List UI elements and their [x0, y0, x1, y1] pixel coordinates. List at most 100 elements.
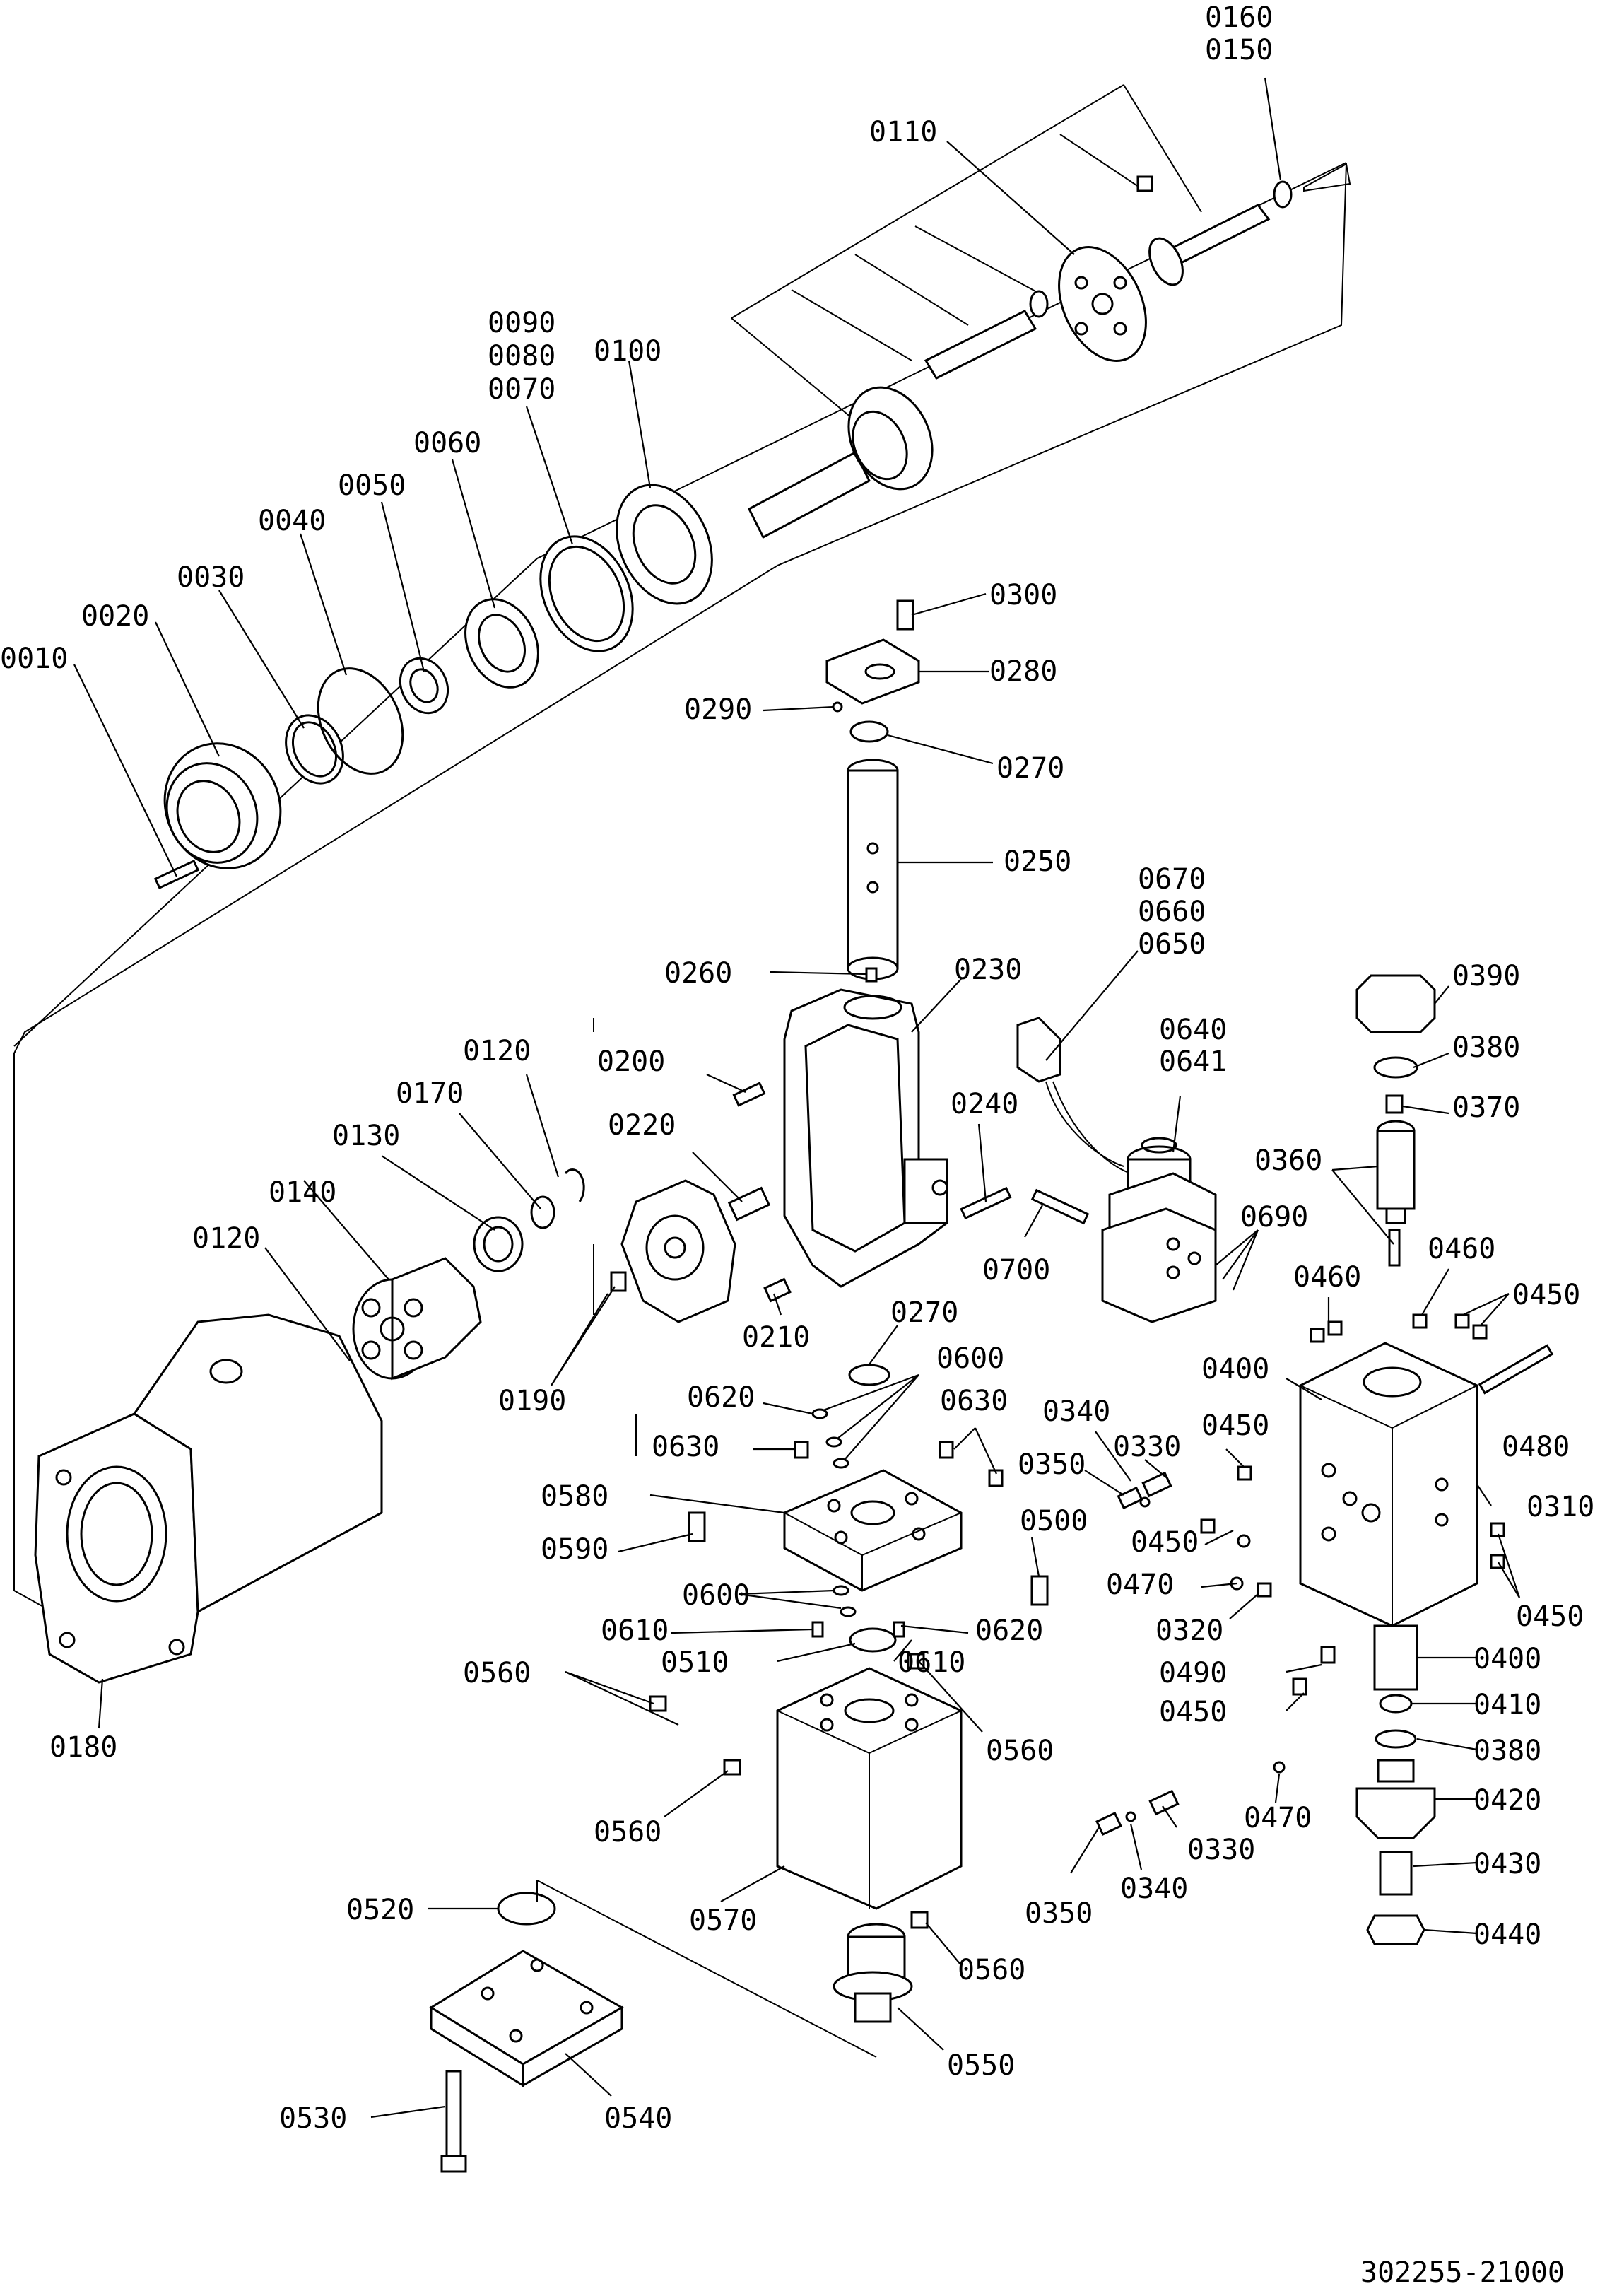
callout-label: 0390 — [1452, 960, 1520, 992]
assembly-frame-lines — [13, 84, 1351, 2058]
callout-label: 0330 — [1113, 1431, 1181, 1463]
casing-0230 — [783, 988, 948, 1288]
snap-ring-0120-top — [564, 1168, 585, 1202]
housing-0180 — [34, 1313, 383, 1684]
callout-label: 0700 — [982, 1254, 1050, 1287]
o-ring-0270 — [849, 720, 889, 743]
callout-label: 0440 — [1473, 1919, 1541, 1951]
bolt-0010 — [153, 859, 200, 890]
callout-label: 0080 — [488, 340, 555, 373]
callout-label: 0650 — [1138, 928, 1206, 961]
screw-0110 — [1136, 175, 1153, 192]
callout-label: 0040 — [258, 505, 326, 537]
callout-label: 0150 — [1205, 34, 1273, 66]
callout-label: 0560 — [958, 1954, 1025, 1986]
pin-0200 — [732, 1082, 766, 1107]
callout-label: 0330 — [1187, 1834, 1255, 1866]
callout-label: 0230 — [954, 954, 1022, 986]
callout-label: 0050 — [338, 469, 406, 502]
callout-label: 0600 — [936, 1342, 1004, 1375]
callout-label: 0480 — [1502, 1431, 1570, 1463]
callout-label: 0060 — [413, 427, 481, 459]
connector-0650 — [1016, 1017, 1131, 1174]
callout-label: 0470 — [1106, 1569, 1174, 1601]
callout-label: 0450 — [1201, 1410, 1269, 1442]
callout-label: 0210 — [742, 1321, 810, 1354]
callout-label: 0110 — [869, 116, 937, 148]
valve-plate-0110 — [1058, 246, 1147, 362]
pin-0190 — [610, 1271, 627, 1292]
callout-label: 0240 — [951, 1088, 1018, 1120]
callout-label: 0290 — [684, 693, 752, 726]
callout-label: 0010 — [0, 643, 68, 675]
callout-label: 0350 — [1018, 1448, 1086, 1481]
callout-label: 0630 — [652, 1431, 719, 1463]
bolt-0530 — [440, 2070, 467, 2173]
callout-label: 0140 — [269, 1176, 336, 1209]
plug-0390 — [1355, 974, 1436, 1033]
callout-label: 0300 — [989, 579, 1057, 611]
callout-label: 0270 — [996, 752, 1064, 785]
screw-0300 — [896, 599, 914, 631]
callout-label: 0340 — [1120, 1873, 1188, 1905]
callout-label: 0400 — [1201, 1353, 1269, 1386]
spring-parts-0330-0350 — [1095, 1471, 1286, 1836]
callout-label: 0490 — [1159, 1657, 1227, 1689]
spring-0220 — [727, 1186, 771, 1222]
callout-label: 0630 — [940, 1385, 1008, 1417]
pin-0210 — [763, 1277, 792, 1303]
callout-label: 0450 — [1131, 1526, 1199, 1559]
ring-0030 — [285, 714, 344, 785]
valve-block-0310 — [1299, 1342, 1478, 1627]
callout-label: 0540 — [604, 2102, 672, 2135]
callout-label: 0370 — [1452, 1091, 1520, 1124]
callout-label: 0030 — [177, 561, 245, 594]
bolt-0700 — [1030, 1188, 1090, 1225]
callout-label: 0450 — [1159, 1696, 1227, 1728]
callout-label: 0590 — [541, 1533, 608, 1566]
bolt-0240 — [960, 1186, 1012, 1220]
swash-plate-0190 — [620, 1179, 736, 1323]
callout-label: 0130 — [332, 1120, 400, 1152]
lower-plug-stack-0400-0440 — [1355, 1624, 1436, 1945]
valve-body-0690 — [1101, 1207, 1217, 1323]
callout-label: 0350 — [1025, 1897, 1093, 1930]
spool-0360 — [1376, 1120, 1416, 1224]
callout-label: 0120 — [463, 1035, 531, 1067]
callout-label: 0560 — [594, 1816, 661, 1849]
plug-0260 — [865, 967, 878, 983]
callout-label: 0120 — [192, 1222, 260, 1255]
o-ring-0040 — [317, 667, 404, 775]
bearing-0060 — [464, 598, 539, 689]
ring-0160 — [1273, 180, 1293, 209]
callout-label: 0560 — [463, 1657, 531, 1689]
callout-labels: 0010 0020 0030 0040 0050 0060 0090 0080 … — [0, 1, 1594, 2135]
callout-label: 0470 — [1244, 1802, 1312, 1834]
pin-0360 — [1388, 1229, 1401, 1267]
block-0570 — [776, 1667, 963, 1910]
callout-label: 0580 — [541, 1480, 608, 1513]
callout-label: 0200 — [597, 1046, 665, 1078]
block-0580 — [783, 1469, 963, 1592]
callout-label: 0641 — [1159, 1046, 1227, 1078]
callout-label: 0100 — [594, 335, 661, 368]
cylinder-block-0140 — [352, 1257, 482, 1381]
nut-0050 — [399, 657, 449, 715]
bolt-0480 — [1478, 1344, 1554, 1395]
callout-label: 0170 — [396, 1077, 464, 1110]
callout-label: 0560 — [986, 1735, 1054, 1767]
o-ring-0520 — [497, 1892, 556, 1926]
callout-label: 0310 — [1527, 1491, 1594, 1523]
spindle-0150 — [1148, 204, 1271, 286]
callout-label: 0600 — [682, 1579, 750, 1612]
bearing-0100 — [616, 484, 713, 605]
shaft-0110 — [748, 386, 934, 539]
callout-label: 0670 — [1138, 863, 1206, 896]
callout-label: 0190 — [498, 1385, 566, 1417]
callout-label: 0610 — [601, 1615, 669, 1647]
callout-label: 0270 — [890, 1296, 958, 1329]
pin-0110 — [924, 290, 1049, 380]
callout-label: 0090 — [488, 307, 555, 339]
callout-label: 0400 — [1473, 1643, 1541, 1675]
